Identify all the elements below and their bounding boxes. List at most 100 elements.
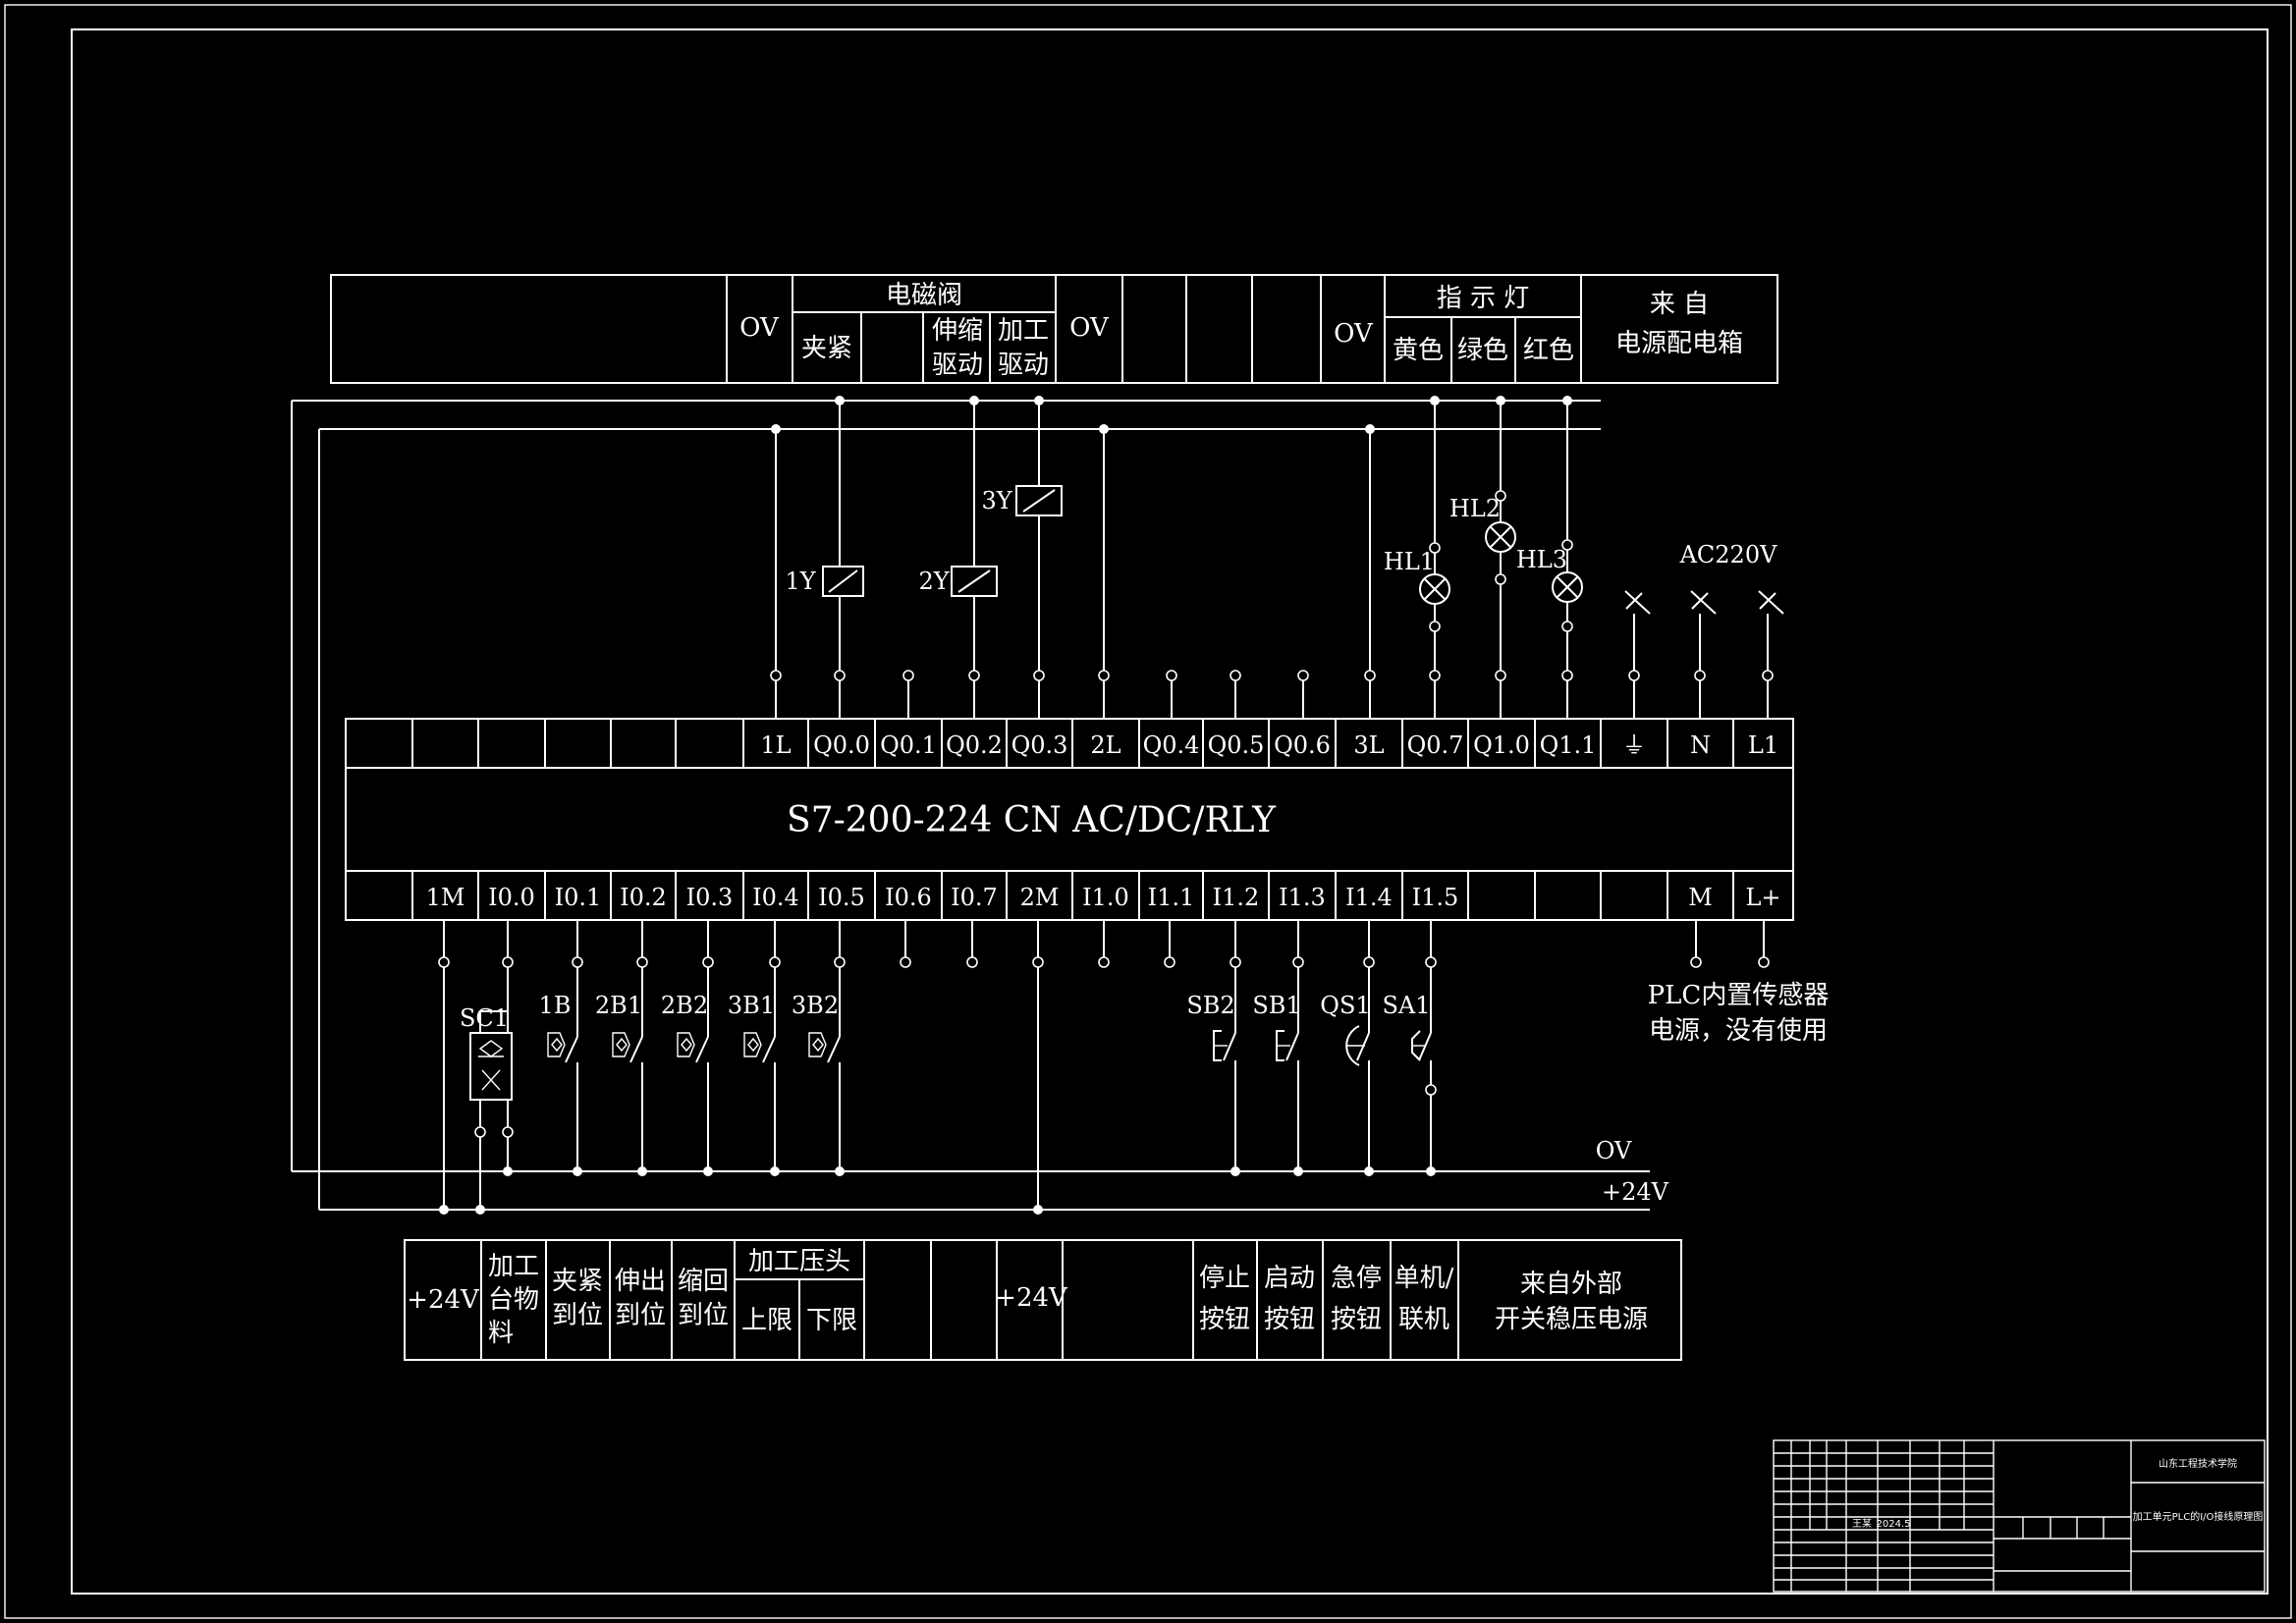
lamp-hl1 (1419, 542, 1450, 632)
clamp-label: 夹紧 (801, 334, 852, 363)
source-label-2: 电源配电箱 (1615, 329, 1743, 358)
bottom-label-table (404, 1239, 1682, 1361)
plc-output-terminal: Q0.7 (1407, 731, 1464, 759)
coil-3y-label: 3Y (981, 487, 1012, 514)
indicator-group-label: 指 示 灯 (1437, 284, 1530, 313)
top-terminal-posts (770, 670, 1774, 719)
plc-input-terminal: I0.6 (885, 884, 932, 911)
plc-input-terminal: I0.3 (686, 884, 734, 911)
bt-ret-1: 缩回 (678, 1267, 729, 1296)
lamp-hl3-label: HL3 (1516, 546, 1567, 573)
plc-top-dividers (411, 719, 1734, 768)
plc-output-terminal: Q0.3 (1011, 731, 1068, 759)
estop-qs1 (1345, 967, 1374, 1176)
plc-input-terminal: I1.1 (1148, 884, 1195, 911)
inner-frame (71, 28, 2269, 1595)
bt-ext-src-1: 来自外部 (1520, 1270, 1622, 1299)
top-terminal-stubs (775, 680, 1769, 719)
coil-2y (951, 566, 998, 597)
rail-24v-label: +24V (1602, 1178, 1669, 1206)
plc-input-terminal: 2M (1020, 884, 1060, 911)
plc-input-terminal: I1.2 (1213, 884, 1260, 911)
plc-output-terminal: Q0.5 (1208, 731, 1265, 759)
ac220-inputs (1624, 590, 1784, 615)
plc-input-terminal: I0.4 (752, 884, 799, 911)
switch-3b1 (743, 967, 780, 1176)
sensor-sc1-label: SC1 (460, 1004, 509, 1032)
bt-estop-1: 急停 (1331, 1264, 1382, 1293)
sensor-note-2: 电源，没有使用 (1649, 1016, 1828, 1046)
sensor-sc1 (469, 967, 514, 1215)
bt-start-2: 按钮 (1264, 1305, 1315, 1334)
bt-feed-1: 加工 (488, 1252, 539, 1281)
lamp-hl2 (1485, 490, 1516, 585)
selector-sa1 (1411, 967, 1437, 1176)
green-label: 绿色 (1457, 336, 1508, 365)
title-block (1773, 1439, 2266, 1593)
coil-3y (1015, 485, 1063, 516)
lamp-hl3 (1552, 539, 1583, 632)
switch-1b-label: 1B (539, 992, 572, 1019)
plc-input-terminal: L+ (1745, 884, 1780, 911)
plc-bottom-dividers (411, 871, 1734, 920)
outer-frame (4, 4, 2292, 1619)
plc-output-terminal: N (1690, 731, 1711, 759)
yellow-label: 黄色 (1393, 336, 1444, 365)
button-sb2-label: SB2 (1186, 992, 1234, 1019)
input-terminal-posts (438, 920, 1770, 968)
switch-2b2-label: 2B2 (661, 992, 708, 1019)
plc-input-terminal: I0.7 (951, 884, 998, 911)
title-school: 山东工程技术学院 (2159, 1457, 2237, 1470)
title-date: 2024.5 (1877, 1519, 1911, 1530)
plc-input-terminal: I1.4 (1345, 884, 1393, 911)
source-label-1: 来 自 (1650, 290, 1709, 319)
bt-feed-2: 台物 (488, 1285, 539, 1315)
red-label: 红色 (1523, 336, 1574, 365)
switch-3b2 (808, 967, 845, 1176)
top-ov-1: OV (739, 313, 780, 343)
bt-press-head: 加工压头 (748, 1247, 850, 1276)
plc-output-terminal: Q0.4 (1143, 731, 1200, 759)
bt-clamp-1: 夹紧 (552, 1267, 603, 1296)
title-designer: 王某 (1852, 1518, 1872, 1530)
bt-estop-2: 按钮 (1331, 1305, 1382, 1334)
plc-output-terminal: Q1.1 (1540, 731, 1597, 759)
lamp-hl1-label: HL1 (1384, 548, 1435, 575)
bt-stop-2: 按钮 (1199, 1305, 1250, 1334)
coil-1y (822, 566, 864, 597)
bt-ext-1: 伸出 (615, 1267, 666, 1296)
switch-3b2-label: 3B2 (792, 992, 839, 1019)
bt-24v-2: +24V (995, 1283, 1068, 1313)
plc-input-terminal: I1.0 (1082, 884, 1129, 911)
plc-output-terminal: L1 (1748, 731, 1778, 759)
wire-1m (439, 967, 449, 1215)
bottom-rails (292, 1170, 1650, 1211)
plc-model-label: S7-200-224 CN AC/DC/RLY (787, 800, 1277, 840)
title-drawing-name: 加工单元PLC的I/O接线原理图 (2133, 1510, 2264, 1523)
rail-ov-label: OV (1596, 1137, 1632, 1164)
top-ov-3: OV (1334, 319, 1374, 349)
bt-lower: 下限 (806, 1306, 857, 1335)
plc-output-terminal: Q0.1 (880, 731, 937, 759)
solenoid-group-label: 电磁阀 (886, 281, 962, 310)
bt-clamp-2: 到位 (552, 1301, 603, 1330)
switch-2b2 (677, 967, 713, 1176)
plc-output-terminal: 3L (1353, 731, 1384, 759)
switch-1b (547, 967, 582, 1176)
estop-qs1-label: QS1 (1320, 992, 1370, 1019)
output-wires (775, 401, 1769, 676)
bt-ret-2: 到位 (678, 1301, 729, 1330)
bt-mode-1: 单机/ (1394, 1264, 1454, 1293)
plc-input-terminal: I0.2 (620, 884, 667, 911)
plc-output-terminal: 2L (1090, 731, 1121, 759)
switch-3b1-label: 3B1 (728, 992, 775, 1019)
coil-1y-label: 1Y (785, 568, 816, 595)
plc-output-terminal: Q1.0 (1473, 731, 1530, 759)
plc-output-terminal: Q0.6 (1274, 731, 1331, 759)
plc-input-terminal: I1.3 (1279, 884, 1326, 911)
ac220-label: AC220V (1679, 541, 1778, 568)
selector-sa1-label: SA1 (1382, 992, 1430, 1019)
